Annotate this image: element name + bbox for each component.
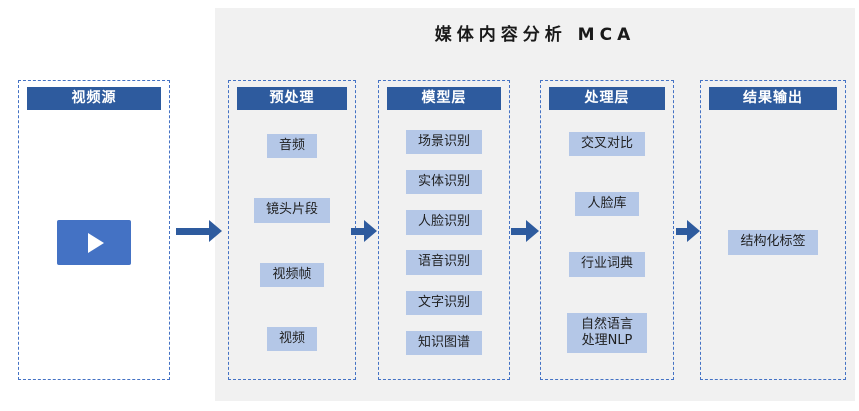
item-entity-recognition: 实体识别 xyxy=(405,170,482,195)
column-header-processing-layer: 处理层 xyxy=(549,87,665,110)
arrow-head-icon xyxy=(526,220,539,242)
item-video: 视频 xyxy=(266,326,317,351)
arrow-bar xyxy=(511,227,526,235)
item-shot-segment: 镜头片段 xyxy=(253,198,330,223)
arrow-bar xyxy=(351,227,364,235)
column-header-result-output: 结果输出 xyxy=(709,87,837,110)
arrow-head-icon xyxy=(687,220,700,242)
item-speech-recognition: 语音识别 xyxy=(405,250,482,275)
item-nlp: 自然语言处理NLP xyxy=(567,312,647,354)
flow-arrow-2 xyxy=(351,220,377,242)
arrow-head-icon xyxy=(364,220,377,242)
column-header-model-layer: 模型层 xyxy=(387,87,501,110)
item-text-recognition: 文字识别 xyxy=(405,290,482,315)
flow-arrow-1 xyxy=(176,220,222,242)
column-items-video-source xyxy=(19,110,169,379)
item-face-recognition: 人脸识别 xyxy=(405,210,482,235)
column-header-video-source: 视频源 xyxy=(27,87,161,110)
item-video-frame: 视频帧 xyxy=(260,262,324,287)
flow-arrow-4 xyxy=(676,220,700,242)
item-scene-recognition: 场景识别 xyxy=(405,129,482,155)
video-player-box xyxy=(57,220,131,265)
arrow-head-icon xyxy=(209,220,222,242)
diagram-title: 媒体内容分析 MCA xyxy=(434,25,636,45)
column-result-output: 结果输出 结构化标签 xyxy=(700,80,846,380)
arrow-bar xyxy=(176,227,209,235)
column-items-processing-layer: 交叉对比 人脸库 行业词典 自然语言处理NLP xyxy=(541,110,673,379)
arrow-bar xyxy=(676,227,687,235)
column-items-model-layer: 场景识别 实体识别 人脸识别 语音识别 文字识别 知识图谱 xyxy=(379,110,509,379)
column-model-layer: 模型层 场景识别 实体识别 人脸识别 语音识别 文字识别 知识图谱 xyxy=(378,80,510,380)
item-cross-comparison: 交叉对比 xyxy=(568,131,645,157)
column-preprocessing: 预处理 音频 镜头片段 视频帧 视频 xyxy=(228,80,356,380)
item-knowledge-graph: 知识图谱 xyxy=(405,330,482,356)
column-header-preprocessing: 预处理 xyxy=(237,87,347,110)
item-face-database: 人脸库 xyxy=(575,192,639,217)
item-industry-dictionary: 行业词典 xyxy=(568,252,645,277)
item-audio: 音频 xyxy=(266,134,317,159)
flow-arrow-3 xyxy=(511,220,539,242)
column-video-source: 视频源 xyxy=(18,80,170,380)
column-items-preprocessing: 音频 镜头片段 视频帧 视频 xyxy=(229,110,355,379)
column-processing-layer: 处理层 交叉对比 人脸库 行业词典 自然语言处理NLP xyxy=(540,80,674,380)
column-items-result-output: 结构化标签 xyxy=(701,110,845,379)
play-icon xyxy=(88,232,104,253)
item-structured-tags: 结构化标签 xyxy=(728,230,818,255)
